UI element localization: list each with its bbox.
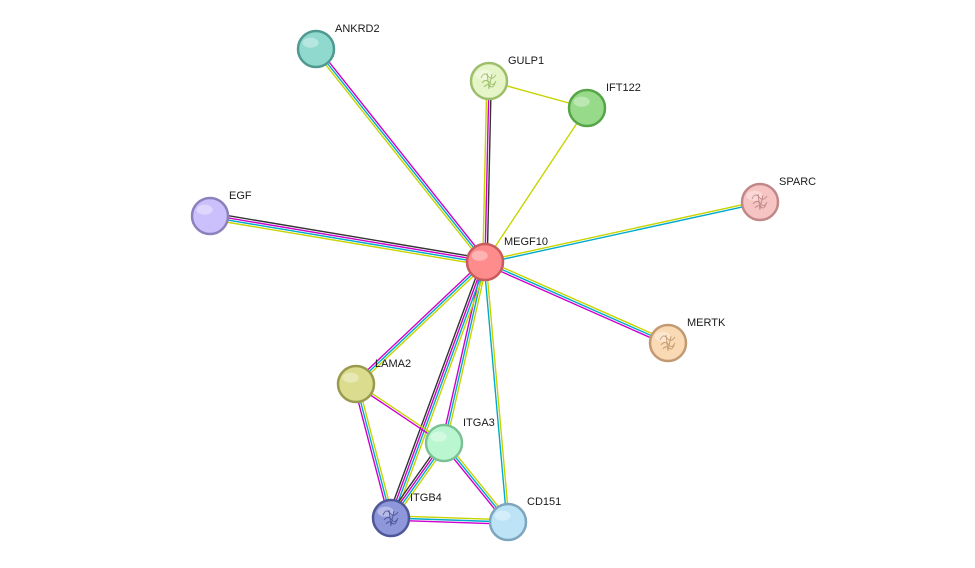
edge-strand: [390, 519, 509, 525]
node-lama2[interactable]: LAMA2: [336, 358, 411, 404]
node-label: SPARC: [779, 176, 816, 188]
node-circle[interactable]: [296, 29, 336, 69]
node-highlight: [302, 37, 319, 48]
node-megf10[interactable]: MEGF10: [465, 236, 548, 282]
edge-strand: [313, 49, 484, 265]
protein-structure-icon: [751, 193, 768, 211]
edge-megf10-itgb4[interactable]: [387, 260, 489, 520]
node-label: ITGB4: [410, 492, 442, 504]
node-circle[interactable]: [488, 502, 528, 542]
edge-strand: [485, 259, 670, 342]
node-highlight: [471, 250, 488, 261]
node-itgb4[interactable]: ITGB4: [371, 492, 442, 538]
edge-strand: [393, 262, 489, 520]
node-circle[interactable]: [648, 323, 688, 363]
node-label: ITGA3: [463, 417, 495, 429]
edge-strand: [209, 216, 486, 264]
node-label: MERTK: [687, 317, 726, 329]
edge-strand: [315, 48, 486, 263]
edge-strand: [484, 200, 761, 262]
node-circle[interactable]: [336, 364, 376, 404]
edge-megf10-ankrd2[interactable]: [313, 46, 488, 265]
node-label: IFT122: [606, 82, 641, 94]
edge-strand: [317, 46, 488, 262]
node-egf[interactable]: EGF: [190, 190, 252, 236]
node-label: EGF: [229, 190, 252, 202]
edge-strand: [441, 260, 484, 444]
edge-strand: [209, 212, 487, 260]
node-highlight: [573, 96, 590, 107]
protein-structure-icon: [659, 334, 676, 352]
node-circle[interactable]: [469, 61, 509, 101]
node-ift122[interactable]: IFT122: [567, 82, 641, 128]
edge-strand: [485, 261, 510, 523]
edge-megf10-cd151[interactable]: [483, 261, 510, 523]
edge-strand: [484, 261, 669, 344]
node-cd151[interactable]: CD151: [488, 496, 561, 542]
node-highlight: [430, 431, 447, 442]
node-highlight: [196, 204, 213, 215]
edge-megf10-sparc[interactable]: [484, 200, 761, 264]
edge-strand: [353, 259, 485, 384]
node-ankrd2[interactable]: ANKRD2: [296, 23, 380, 69]
protein-structure-icon: [480, 72, 497, 90]
node-label: ANKRD2: [335, 23, 380, 35]
edge-itgb4-cd151[interactable]: [390, 515, 509, 525]
edge-megf10-mertk[interactable]: [483, 259, 670, 346]
edge-strand: [484, 80, 490, 263]
edge-strand: [390, 515, 509, 521]
node-gulp1[interactable]: GULP1: [469, 55, 544, 101]
edge-strand: [355, 261, 486, 385]
edge-strand: [483, 261, 508, 523]
node-sparc[interactable]: SPARC: [740, 176, 816, 222]
edge-strand: [389, 260, 485, 519]
node-highlight: [494, 510, 511, 521]
edge-layer: [208, 46, 761, 525]
edge-strand: [208, 218, 486, 266]
edge-strand: [445, 261, 488, 445]
edge-strand: [483, 263, 668, 346]
node-circle[interactable]: [190, 196, 230, 236]
node-circle[interactable]: [424, 423, 464, 463]
protein-structure-icon: [382, 509, 399, 527]
node-label: CD151: [527, 496, 561, 508]
edge-strand: [356, 262, 488, 387]
node-circle[interactable]: [371, 498, 411, 538]
node-circle[interactable]: [567, 88, 607, 128]
edge-megf10-ift122[interactable]: [484, 107, 588, 263]
node-circle[interactable]: [740, 182, 780, 222]
edge-megf10-lama2[interactable]: [353, 259, 488, 387]
edge-strand: [353, 383, 390, 520]
node-highlight: [342, 372, 359, 383]
edge-strand: [357, 382, 394, 519]
edge-strand: [387, 260, 483, 518]
edge-strand: [355, 383, 392, 519]
node-label: GULP1: [508, 55, 544, 67]
node-mertk[interactable]: MERTK: [648, 317, 726, 363]
node-itga3[interactable]: ITGA3: [424, 417, 495, 463]
node-circle[interactable]: [465, 242, 505, 282]
node-label: MEGF10: [504, 236, 548, 248]
edge-strand: [486, 80, 492, 263]
edge-strand: [484, 202, 761, 264]
edge-megf10-egf[interactable]: [208, 212, 487, 266]
edge-strand: [484, 107, 588, 263]
node-label: LAMA2: [375, 358, 411, 370]
edge-strand: [391, 261, 487, 520]
edge-strand: [209, 214, 486, 262]
edge-strand: [482, 80, 488, 263]
edge-strand: [390, 517, 509, 523]
edge-megf10-gulp1[interactable]: [482, 80, 492, 263]
edge-lama2-itgb4[interactable]: [353, 382, 394, 520]
